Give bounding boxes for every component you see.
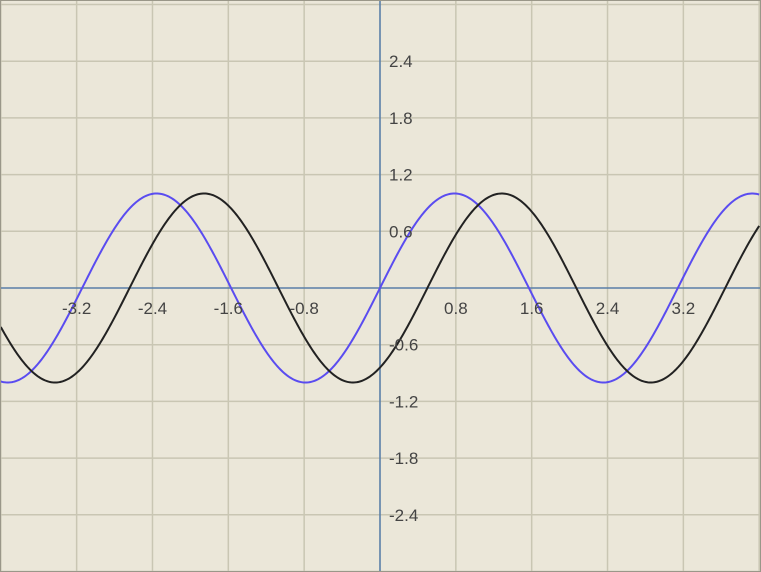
series-curves bbox=[0, 192, 761, 384]
x-tick-label: 3.2 bbox=[672, 299, 696, 318]
y-tick-label: -2.4 bbox=[389, 506, 418, 525]
series-line-1 bbox=[0, 192, 760, 384]
y-tick-label: 1.8 bbox=[389, 109, 413, 128]
tick-labels: -3.2 -2.4 -1.6 -0.8 0.8 1.6 2.4 3.2 2.4 1.8 1.2 0.6… bbox=[62, 52, 695, 525]
y-tick-label: -1.8 bbox=[389, 449, 418, 468]
y-tick-label: 0.6 bbox=[389, 222, 413, 241]
x-tick-label: 1.6 bbox=[520, 299, 544, 318]
x-tick-label: -2.4 bbox=[138, 299, 167, 318]
x-tick-label: 0.8 bbox=[444, 299, 468, 318]
y-tick-label: 2.4 bbox=[389, 52, 413, 71]
y-tick-label: -0.6 bbox=[389, 336, 418, 355]
x-tick-label: -0.8 bbox=[290, 299, 319, 318]
y-tick-label: -1.2 bbox=[389, 392, 418, 411]
x-tick-label: -3.2 bbox=[62, 299, 91, 318]
x-tick-label: -1.6 bbox=[214, 299, 243, 318]
x-tick-label: 2.4 bbox=[596, 299, 620, 318]
y-tick-label: 1.2 bbox=[389, 166, 413, 185]
series-line-2 bbox=[0, 192, 761, 384]
